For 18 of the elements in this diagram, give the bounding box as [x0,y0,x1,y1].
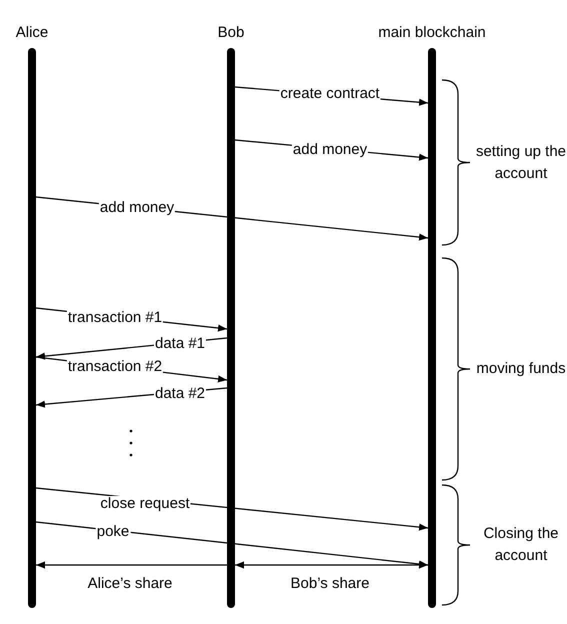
edge-label: transaction #1 [66,310,164,326]
arrow [235,561,428,569]
edge-label: Bob’s share [290,576,370,592]
lifeline-label: Bob [218,24,244,42]
edge-label: add money [292,142,368,158]
edge-label: close request [99,496,191,512]
brace-label: setting up the account [474,142,567,184]
arrow [36,521,428,568]
lifeline-label: main blockchain [378,24,486,42]
edge-label: transaction #2 [66,359,164,375]
brace-label: Closing the account [482,524,560,566]
edge-label: add money [98,200,176,216]
edge-label: create contract [279,86,381,102]
edge-label: Alice’s share [86,576,174,592]
lifeline-label: Alice [16,24,48,42]
brace-label: moving funds [475,359,567,379]
arrow [36,561,227,569]
edge-label: poke [96,524,130,540]
